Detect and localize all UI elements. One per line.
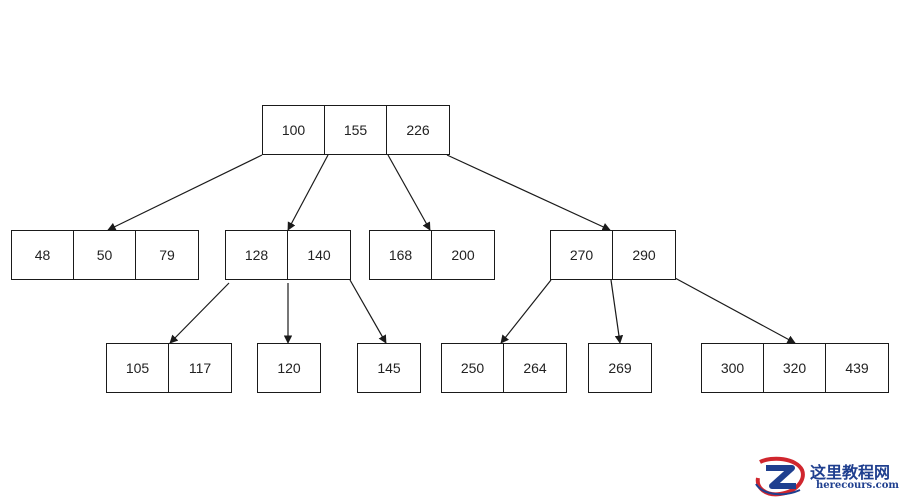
key: 155	[325, 106, 387, 154]
edge-l1-3-l2-5	[674, 277, 796, 344]
key: 105	[107, 344, 169, 392]
key: 269	[608, 360, 632, 376]
key: 140	[307, 247, 331, 263]
watermark-url: herecours.com	[816, 480, 900, 491]
node-l2-4: 269	[588, 343, 652, 393]
edge-root-l1-0	[107, 154, 263, 231]
key: 145	[377, 360, 401, 376]
edge-l1-3-l2-3	[500, 279, 552, 344]
key: 48	[12, 231, 74, 279]
node-l1-0: 48 50 79	[11, 230, 199, 280]
edge-l1-1-l2-2	[349, 279, 387, 344]
key: 50	[74, 231, 136, 279]
edge-root-l1-3	[446, 154, 611, 231]
edge-root-l1-1	[287, 154, 329, 231]
edge-l1-3-l2-4	[610, 279, 624, 344]
key: 290	[632, 247, 656, 263]
key: 270	[551, 231, 613, 279]
key: 200	[451, 247, 475, 263]
node-l1-2: 168 200	[369, 230, 495, 280]
key: 264	[523, 360, 547, 376]
key: 79	[159, 247, 175, 263]
key: 100	[263, 106, 325, 154]
node-l2-1: 120	[257, 343, 321, 393]
key: 300	[702, 344, 764, 392]
key: 250	[442, 344, 504, 392]
edge-l1-1-l2-0	[169, 282, 230, 344]
key: 226	[406, 122, 430, 138]
node-l1-3: 270 290	[550, 230, 676, 280]
watermark-title: 这里教程网	[810, 463, 891, 482]
watermark: 这里教程网 herecours.com	[752, 456, 900, 498]
key: 120	[277, 360, 301, 376]
node-l2-5: 300 320 439	[701, 343, 889, 393]
key: 439	[845, 360, 869, 376]
node-l1-1: 128 140	[225, 230, 351, 280]
key: 320	[764, 344, 826, 392]
key: 128	[226, 231, 288, 279]
node-l2-2: 145	[357, 343, 421, 393]
node-l2-0: 105 117	[106, 343, 232, 393]
key: 117	[188, 360, 212, 376]
site-logo-icon	[755, 456, 805, 497]
edge-root-l1-2	[387, 154, 431, 231]
key: 168	[370, 231, 432, 279]
node-root: 100 155 226	[262, 105, 450, 155]
node-l2-3: 250 264	[441, 343, 567, 393]
